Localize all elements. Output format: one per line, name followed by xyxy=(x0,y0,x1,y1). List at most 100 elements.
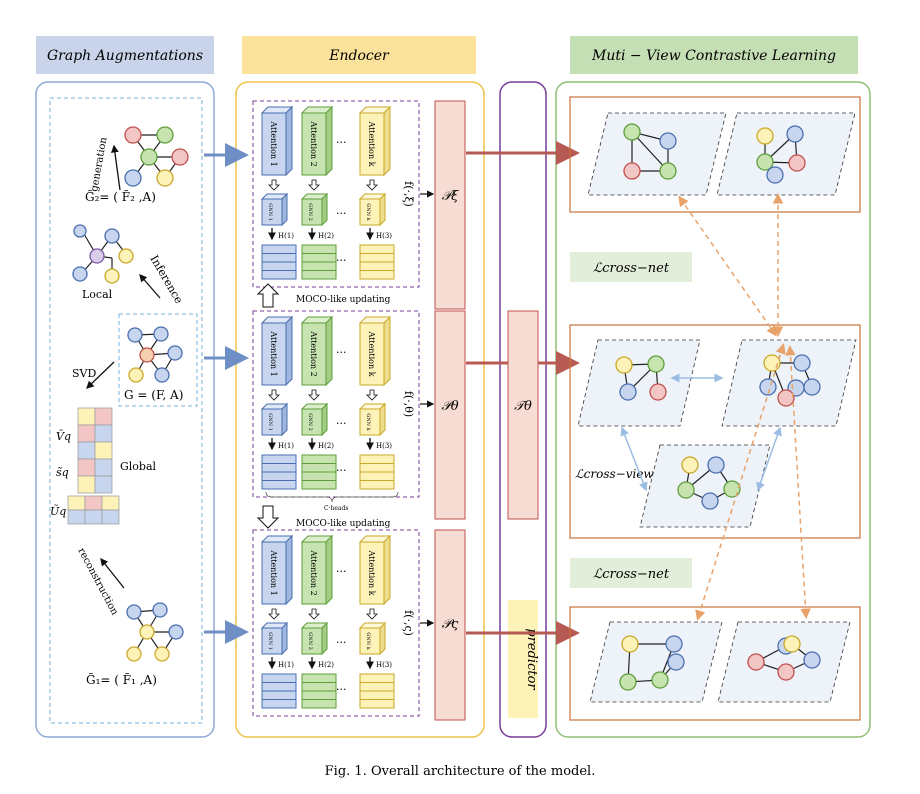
p-theta-label: 𝒫θ xyxy=(441,399,458,414)
generation-label: generation xyxy=(89,136,109,193)
view-node xyxy=(786,125,804,143)
p-varsigma-box xyxy=(434,529,466,721)
gnn-cube-3: GNN k xyxy=(358,621,387,656)
moco-label-bot: MOCO-like updating xyxy=(296,519,391,529)
attention-cube-2: Attention 2 xyxy=(300,105,334,177)
inference-label: Inference xyxy=(147,253,185,306)
shared-panel xyxy=(499,81,547,738)
graph-g2 xyxy=(124,126,189,187)
view-node xyxy=(615,356,633,374)
attention-cube-2-label: Attention 2 xyxy=(309,549,318,595)
attention-cube-1: Attention 1 xyxy=(260,534,294,606)
enc-header: Endocer xyxy=(328,48,390,64)
attention-cube-1-label: Attention 1 xyxy=(269,549,278,595)
hollow-arrow xyxy=(308,389,320,401)
graph-node xyxy=(167,345,183,361)
graph-node xyxy=(104,228,120,244)
hollow-arrow xyxy=(366,389,378,401)
heads-label: C·heads xyxy=(324,505,348,512)
encoder-panel xyxy=(235,81,485,738)
h-stack-3 xyxy=(359,244,395,280)
graph-node xyxy=(124,169,142,187)
view-node xyxy=(803,378,821,396)
g1-label: G̃₁= ( F̃₁ ,A) xyxy=(86,672,157,687)
mvcl-header: Muti − View Contrastive Learning xyxy=(591,48,836,64)
global-label: Global xyxy=(120,460,157,473)
h-stack-2 xyxy=(301,454,337,490)
figure-caption: Fig. 1. Overall architecture of the mode… xyxy=(325,764,596,779)
mvcl-panel xyxy=(555,81,871,738)
view-node xyxy=(756,127,774,145)
attention-cube-1: Attention 1 xyxy=(260,105,294,177)
attention-cube-3-label: Attention k xyxy=(367,549,376,595)
gnn-cube-1: GNN 1 xyxy=(260,621,289,656)
svd-arrow xyxy=(86,361,115,389)
view-node xyxy=(647,355,665,373)
attention-cube-3-label: Attention k xyxy=(367,330,376,376)
h-stack-2 xyxy=(301,673,337,709)
view-node xyxy=(649,383,667,401)
view-node xyxy=(659,162,677,180)
graph-node xyxy=(168,624,184,640)
gnn-cube-3: GNN k xyxy=(358,192,387,227)
view-node xyxy=(623,162,641,180)
h-label-3: H(3) xyxy=(376,442,392,450)
dots: ··· xyxy=(336,207,347,220)
view-node xyxy=(723,480,741,498)
h-stack-3 xyxy=(359,673,395,709)
gnn-cube-3: GNN k xyxy=(358,402,387,437)
generation-arrow xyxy=(111,144,121,191)
gnn-cube-2-label: GNN 2 xyxy=(307,632,313,650)
dots: ··· xyxy=(336,136,347,149)
view-node xyxy=(756,153,774,171)
h-label-2: H(2) xyxy=(318,661,334,669)
graph-node xyxy=(139,347,155,363)
view-node xyxy=(777,663,795,681)
view-node xyxy=(621,635,639,653)
attention-cube-2-label: Attention 2 xyxy=(309,330,318,376)
l-cross-net-label-2: ℒcross−net xyxy=(593,567,670,582)
s-q-label: s̃q xyxy=(56,466,69,479)
p-varsigma-label: 𝒫ς xyxy=(442,617,459,632)
dots: ··· xyxy=(336,346,347,359)
view-mid-1 xyxy=(577,339,701,427)
reconstruction-label: reconstruction xyxy=(75,546,120,617)
attention-cube-2: Attention 2 xyxy=(300,534,334,606)
gnn-cube-1-label: GNN 1 xyxy=(267,203,273,221)
view-node xyxy=(777,389,795,407)
heads-brace xyxy=(265,491,399,503)
hollow-arrow xyxy=(268,389,280,401)
view-node xyxy=(707,456,725,474)
l-cross-net-box-1 xyxy=(570,252,692,282)
encoder-dashed-box-xi xyxy=(252,100,420,288)
graph-node xyxy=(152,602,168,618)
matrix-u xyxy=(67,495,120,525)
gnn-cube-2-label: GNN 2 xyxy=(307,413,313,431)
hollow-arrow xyxy=(308,179,320,191)
p-xi-box xyxy=(434,100,466,310)
gnn-cube-1: GNN 1 xyxy=(260,402,289,437)
hollow-arrow xyxy=(366,608,378,620)
graph-node xyxy=(154,646,170,662)
attention-cube-2-label: Attention 2 xyxy=(309,120,318,166)
gnn-cube-2-label: GNN 2 xyxy=(307,203,313,221)
graph-node xyxy=(124,126,142,144)
h-stack-2 xyxy=(301,244,337,280)
gnn-cube-1: GNN 1 xyxy=(260,192,289,227)
view-node xyxy=(803,651,821,669)
predictor-label: predictor xyxy=(524,628,539,690)
dots: ··· xyxy=(336,683,347,696)
view-node xyxy=(681,456,699,474)
attention-cube-3: Attention k xyxy=(358,105,392,177)
hollow-arrow xyxy=(366,179,378,191)
u-q-label: Ũq xyxy=(50,504,66,518)
aug-panel xyxy=(35,81,215,738)
graph-node xyxy=(153,326,169,342)
h-label-2: H(2) xyxy=(318,232,334,240)
predictor-box xyxy=(508,600,538,718)
p-theta-box xyxy=(434,310,466,520)
